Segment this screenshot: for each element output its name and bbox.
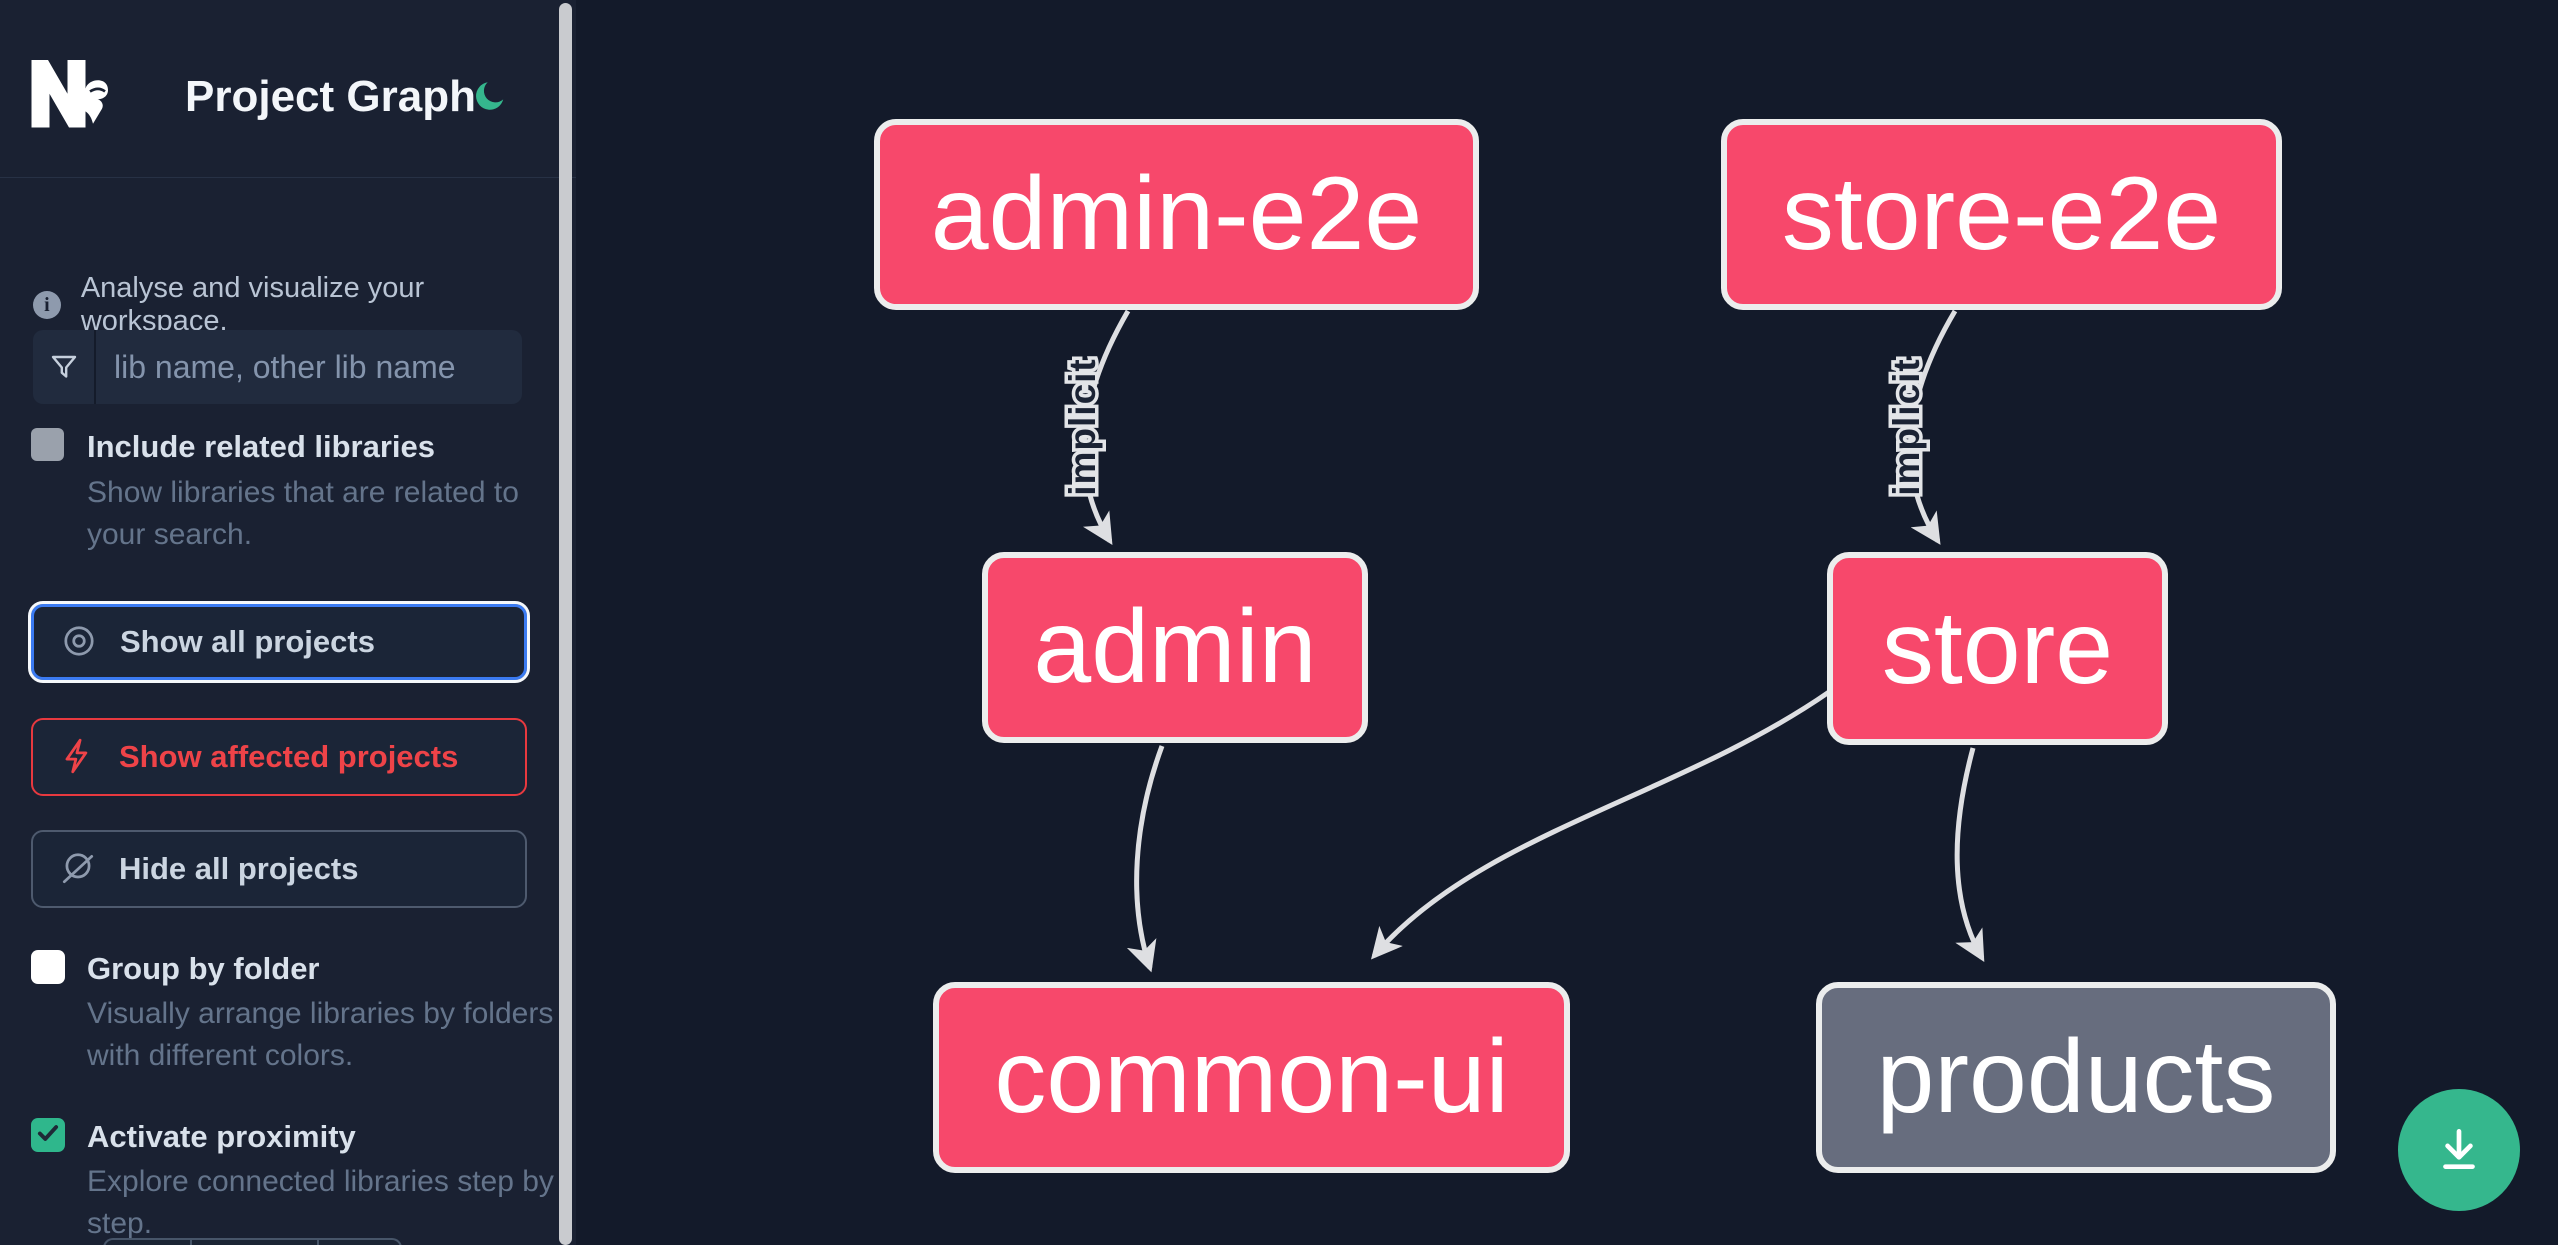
graph-node-common-ui[interactable]: common-ui — [933, 982, 1570, 1173]
show-all-projects-button[interactable]: Show all projects — [28, 601, 530, 683]
edge-label-implicit: implicit — [1883, 355, 1931, 500]
filter-funnel-icon — [33, 330, 96, 404]
graph-node-label: store-e2e — [1781, 156, 2222, 272]
sidebar-scrollbar-thumb[interactable] — [559, 3, 572, 1245]
nx-logo — [30, 58, 108, 133]
info-icon: i — [33, 291, 61, 319]
segment-button[interactable] — [190, 1240, 317, 1245]
filter-include-related: Include related libraries Show libraries… — [31, 428, 551, 558]
graph-node-label: common-ui — [994, 1019, 1509, 1135]
download-graph-button[interactable] — [2398, 1089, 2520, 1211]
graph-node-admin-e2e[interactable]: admin-e2e — [874, 119, 1479, 310]
edge-label-implicit: implicit — [1059, 355, 1107, 500]
graph-node-store-e2e[interactable]: store-e2e — [1721, 119, 2282, 310]
sidebar-divider — [0, 177, 576, 178]
edge-admin-to-common-ui — [1126, 745, 1165, 973]
edge-store-e2e-to-store — [1908, 309, 1958, 545]
sidebar: Project Graph i Analyse and visualize yo… — [0, 0, 576, 1245]
graph-node-label: admin — [1033, 589, 1317, 705]
project-search-input[interactable] — [96, 330, 522, 404]
workspace-info: i Analyse and visualize your workspace. — [33, 272, 576, 338]
segmented-control-partial — [103, 1238, 402, 1245]
include-related-checkbox[interactable] — [31, 428, 64, 461]
moon-icon — [474, 81, 508, 116]
theme-toggle-button[interactable] — [472, 78, 510, 116]
checkbox-description: Show libraries that are related to your … — [87, 476, 519, 551]
checkbox-description: Explore connected libraries step by step… — [87, 1165, 554, 1240]
graph-node-label: products — [1876, 1019, 2276, 1135]
download-icon — [2432, 1122, 2486, 1179]
button-label: Show affected projects — [119, 739, 459, 774]
bolt-icon — [59, 737, 97, 778]
project-filter-box — [33, 330, 522, 404]
checkbox-label: Activate proximity — [87, 1119, 356, 1154]
eye-icon — [60, 622, 98, 663]
segment-button[interactable] — [105, 1240, 190, 1245]
checkbox-label: Include related libraries — [87, 429, 436, 464]
edge-admin-e2e-to-admin — [1081, 309, 1131, 545]
show-affected-projects-button[interactable]: Show affected projects — [31, 718, 527, 796]
filter-activate-proximity: Activate proximity Explore connected lib… — [31, 1118, 554, 1245]
graph-node-label: store — [1881, 590, 2114, 706]
graph-node-products[interactable]: products — [1816, 982, 2336, 1173]
checkmark-icon — [35, 1120, 61, 1151]
sidebar-header: Project Graph — [0, 0, 576, 177]
page-title: Project Graph — [185, 72, 476, 121]
graph-node-admin[interactable]: admin — [982, 552, 1368, 743]
hide-all-projects-button[interactable]: Hide all projects — [31, 830, 527, 908]
button-label: Hide all projects — [119, 851, 359, 886]
checkbox-label: Group by folder — [87, 951, 320, 986]
edge-store-to-products — [1954, 747, 1985, 963]
eye-slash-icon — [59, 849, 97, 890]
graph-node-store[interactable]: store — [1827, 552, 2168, 745]
edge-store-to-common-ui — [1370, 689, 1831, 960]
button-label: Show all projects — [120, 624, 375, 659]
filter-group-by-folder: Group by folder Visually arrange librari… — [31, 950, 553, 1080]
segment-button[interactable] — [317, 1240, 400, 1245]
activate-proximity-checkbox[interactable] — [31, 1118, 65, 1152]
group-by-folder-checkbox[interactable] — [31, 950, 65, 984]
checkbox-description: Visually arrange libraries by folders wi… — [87, 997, 554, 1072]
info-text: Analyse and visualize your workspace. — [80, 272, 425, 337]
graph-node-label: admin-e2e — [930, 156, 1423, 272]
